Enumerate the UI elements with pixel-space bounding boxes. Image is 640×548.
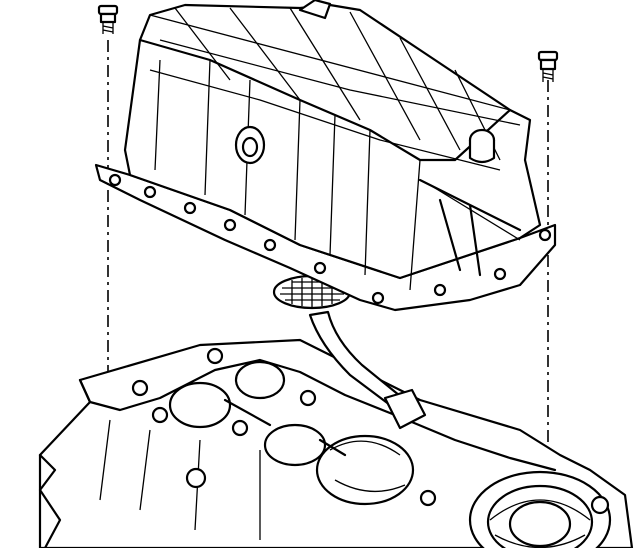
crankshaft <box>168 360 415 506</box>
crankshaft-pulley <box>468 470 612 548</box>
bolt-right <box>537 50 559 82</box>
bolt-left <box>97 4 119 34</box>
oil-pan <box>94 0 557 312</box>
filler-boss <box>468 128 496 164</box>
engine-block-bottom <box>38 338 634 548</box>
oil-pump-pickup-tube <box>308 310 427 430</box>
pan-flange-bolt-holes <box>108 173 552 305</box>
block-bolts <box>131 347 437 507</box>
drain-plug <box>234 125 266 165</box>
